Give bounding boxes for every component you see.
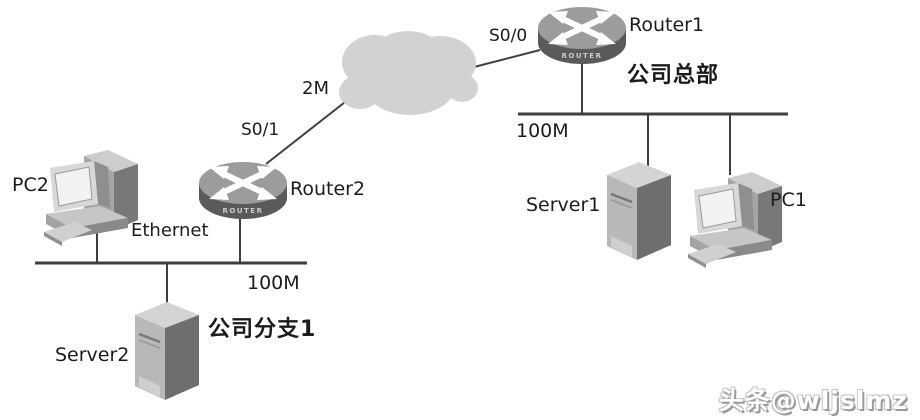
branch-lan-label: Ethernet [131,220,209,241]
wan-cloud-icon [339,31,478,115]
branch-lan-speed-label: 100M [247,272,300,294]
server1-icon [605,160,673,262]
pc2-icon [43,149,139,247]
router2-interface-label: S0/1 [241,120,280,140]
pc2-label: PC2 [12,174,49,196]
server2-icon [133,300,201,402]
router2-rim-text: ROUTER [223,207,264,215]
branch-site-label: 公司分支1 [208,317,317,342]
pc1-icon [687,171,783,269]
links [35,49,788,306]
wan-speed-label: 2M [302,78,329,99]
hq-site-label: 公司总部 [627,63,720,88]
router1-rim-text: ROUTER [562,52,603,60]
hq-lan-speed-label: 100M [516,120,569,142]
pc1-label: PC1 [770,189,807,211]
router2-label: Router2 [290,178,366,200]
router1-interface-label: S0/0 [489,26,528,46]
wan-link-router2-cloud [265,94,355,165]
server2-label: Server2 [55,344,130,366]
wan-link-cloud-router1 [473,49,541,68]
toutiao-watermark: 头条@wljslmz [718,386,908,415]
router1-label: Router1 [629,14,705,36]
server1-label: Server1 [526,194,601,216]
